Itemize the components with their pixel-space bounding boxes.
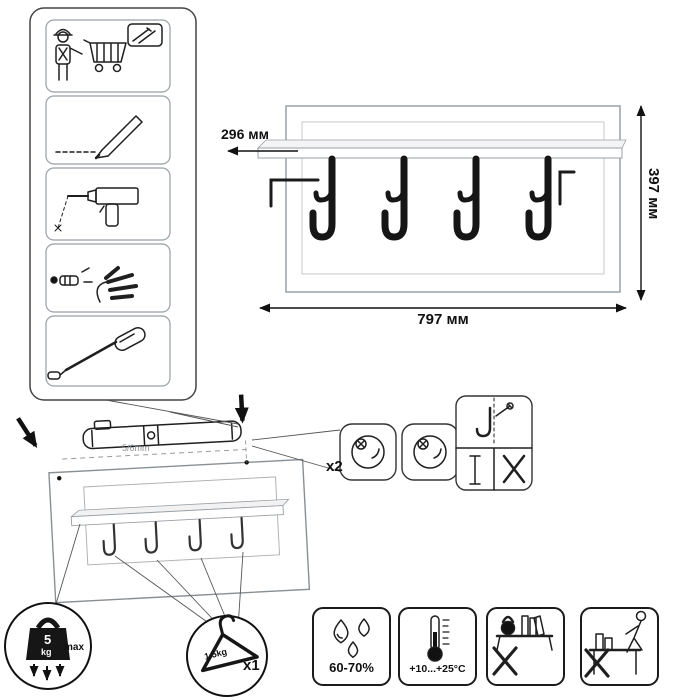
- drill-size-label: 5/6mm: [122, 443, 150, 453]
- tool-step-2-box: [45, 95, 171, 165]
- level-guide-line: [62, 448, 247, 460]
- max-weight-qualifier: max: [64, 642, 85, 653]
- rack-hooks-outline: [102, 516, 244, 556]
- humidity-label: 60-70%: [329, 660, 374, 675]
- no-heavy-items-icon: [492, 615, 554, 676]
- thermometer-icon: [427, 615, 450, 662]
- pencil-icon: [55, 115, 143, 160]
- load-limit-badge: [4, 602, 92, 690]
- no-climbing-icon: [584, 610, 647, 678]
- rack-shelf-front: [70, 505, 284, 527]
- wall-plug-screw-icon: [401, 423, 459, 481]
- fastener-count-label: x2: [326, 458, 343, 475]
- mounting-diagram: [16, 394, 311, 604]
- width-dimension-label: 797 мм: [417, 311, 469, 328]
- tool-step-3-box: [45, 167, 171, 241]
- tool-step-4-box: [45, 243, 171, 313]
- person-with-cart-icon: [53, 28, 127, 81]
- spirit-level-icon: [82, 419, 242, 450]
- temperature-label: +10...+25°C: [409, 663, 466, 675]
- product-view: [227, 105, 646, 313]
- rack-backboard: [83, 476, 281, 566]
- tool-step-5-box: [45, 315, 171, 387]
- coat-hook: [309, 155, 336, 241]
- humidity-icon: [334, 619, 369, 657]
- hardware-kit-icon: [127, 23, 163, 47]
- wall-plug-insert-icon: [50, 266, 138, 303]
- tool-step-1-box: [45, 19, 171, 93]
- shelf-front: [257, 147, 623, 159]
- hook-load-badge: [186, 614, 268, 697]
- drill-icon: [54, 187, 139, 232]
- coat-hook: [453, 155, 480, 241]
- humidity-box: [312, 607, 391, 686]
- depth-dimension-label: 296 мм: [221, 126, 269, 142]
- load-down-arrows: [29, 664, 65, 681]
- screwdriver-icon: [47, 327, 146, 380]
- dimension-lines: [227, 105, 646, 313]
- coat-hook: [525, 155, 552, 241]
- no-heavy-items-box: [486, 607, 565, 686]
- tools-panel: [29, 7, 197, 401]
- wall-plug-screw-icon: [339, 423, 397, 481]
- mount-point-left: [57, 476, 62, 481]
- coat-hooks: [309, 155, 552, 241]
- no-climbing-box: [580, 607, 659, 686]
- condition-icons: [312, 607, 659, 686]
- height-dimension-label: 397 мм: [645, 168, 662, 220]
- weight-5kg-icon: [26, 617, 70, 660]
- down-arrow-icon: [16, 417, 38, 448]
- coat-hook: [381, 155, 408, 241]
- plumb-guide-line: [245, 440, 248, 463]
- fastener-callout: [339, 395, 533, 491]
- hanger-icon: [200, 614, 259, 673]
- temperature-box: [398, 607, 477, 686]
- left-rail-hook: [269, 178, 320, 208]
- hook-count-label: x1: [243, 657, 260, 674]
- right-rail-hook: [558, 170, 576, 206]
- down-arrow-icon: [234, 394, 249, 424]
- shelf-top: [257, 139, 627, 149]
- max-weight-unit: kg: [41, 647, 52, 657]
- max-weight-value: 5: [44, 632, 52, 647]
